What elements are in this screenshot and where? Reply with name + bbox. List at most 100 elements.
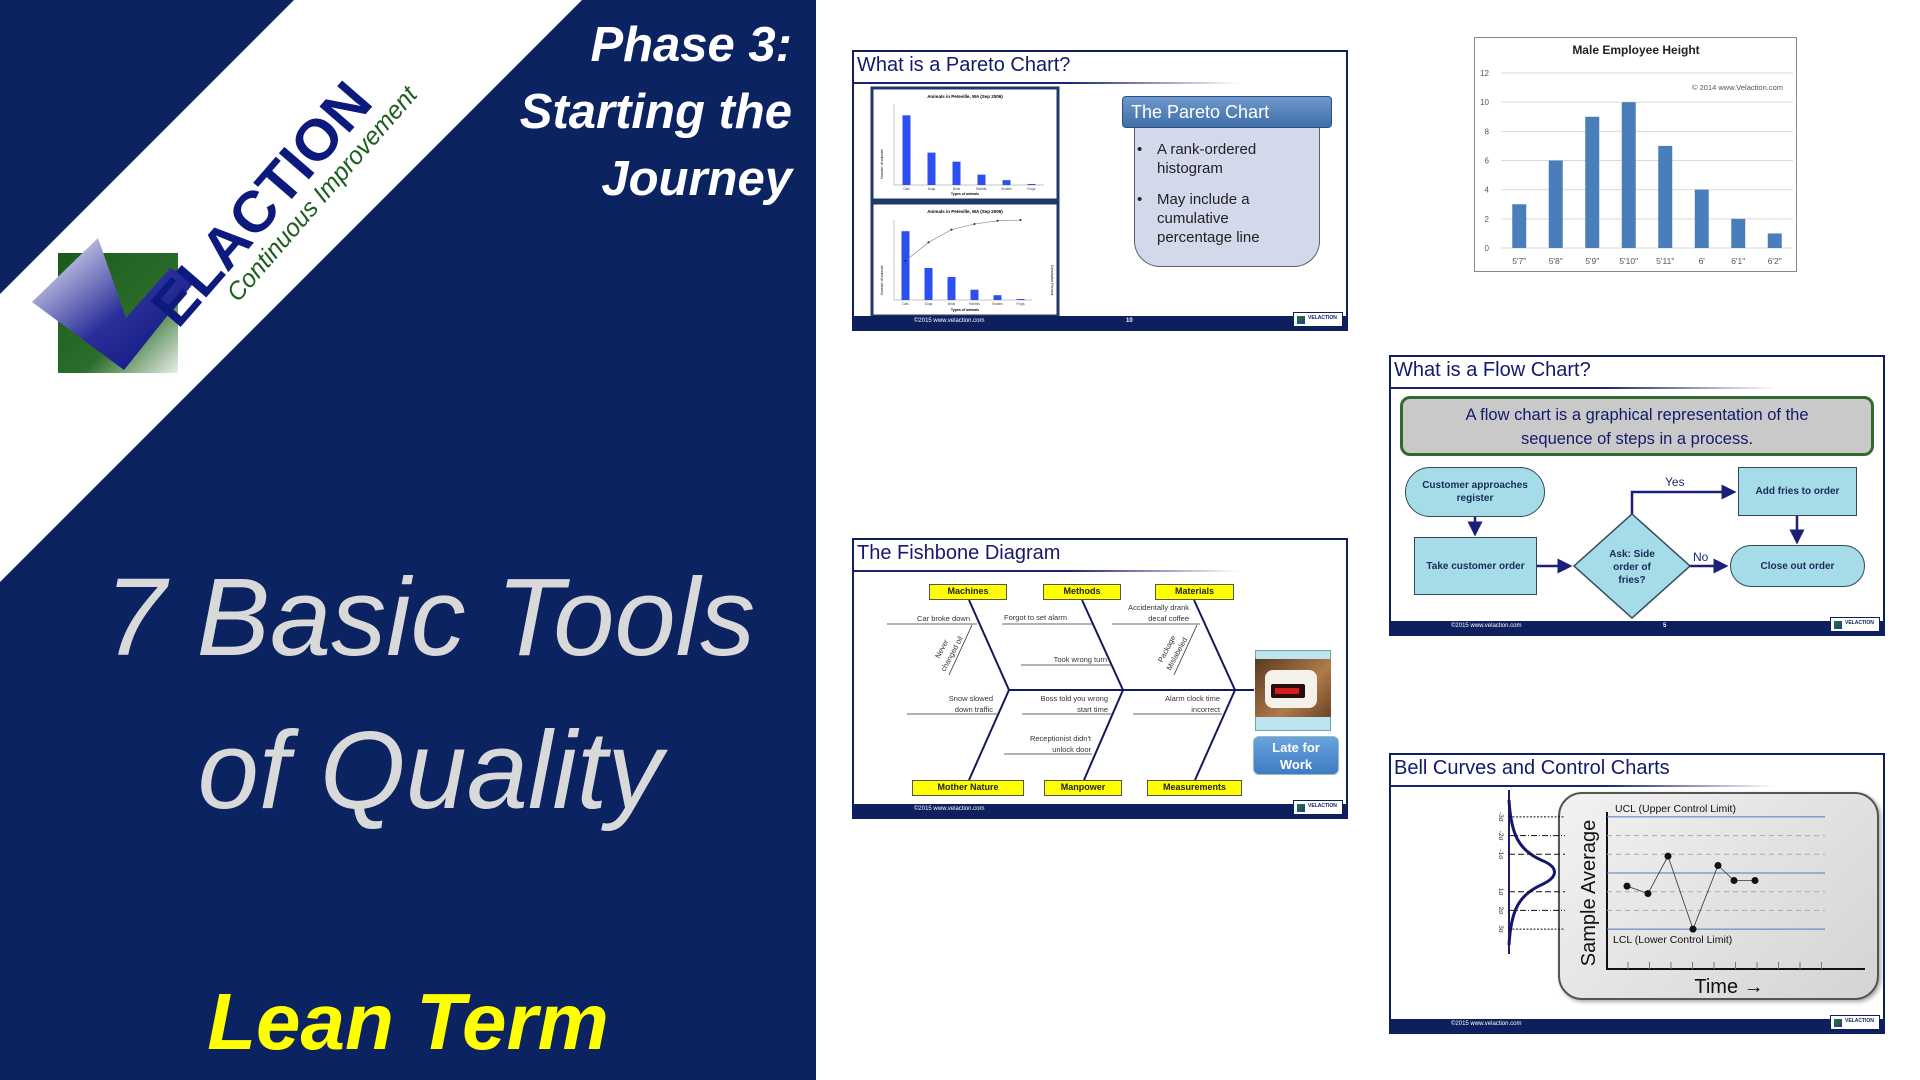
mini-bar [1027, 184, 1036, 185]
x-tick-label: 5'7" [1512, 256, 1526, 266]
y-axis-label: Sample Average [1578, 820, 1600, 966]
mini-x-tick: Dogs [925, 302, 933, 306]
sample-point [1623, 882, 1631, 890]
sample-point [1730, 876, 1738, 884]
cumulative-line [905, 219, 1021, 262]
histogram-chart: Male Employee Height © 2014 www.Velactio… [1480, 43, 1793, 266]
svg-text:decaf coffee: decaf coffee [1148, 614, 1189, 623]
histogram-bar [1658, 145, 1673, 248]
phase-line: Phase 3: [590, 18, 792, 72]
pareto-slide-thumbnail: What is a Pareto Chart? Animals in Petev… [852, 50, 1348, 331]
main-title-line-1: 7 Basic Tools [104, 556, 756, 679]
pareto-mini-charts: Animals in Peteville, WA (Sep 2006) Anim… [870, 86, 1060, 318]
x-tick-label: 6'2" [1768, 256, 1782, 266]
footer-copyright: ©2015 www.velaction.com [914, 806, 985, 812]
mini-ylabel: Number of animals [880, 265, 884, 295]
svg-text:start time: start time [1077, 705, 1108, 714]
x-tick-label: 6' [1699, 256, 1706, 266]
cause-boss: Boss told you wrong [1040, 694, 1108, 703]
mini-x-tick: Frogs [1027, 187, 1036, 191]
title-divider [854, 82, 1239, 84]
sigma-label: 2σ [1497, 907, 1504, 915]
yes-label: Yes [1665, 475, 1685, 489]
cumulative-point [973, 223, 976, 225]
title-divider [854, 570, 1239, 572]
histogram-bar [1694, 189, 1709, 248]
sample-point [1644, 890, 1652, 898]
histogram-bar [1621, 102, 1636, 249]
x-tick-label: 6'1" [1731, 256, 1745, 266]
histogram-bar [1731, 218, 1746, 248]
page-number: 5 [1663, 623, 1667, 629]
sample-point [1751, 876, 1759, 884]
sigma-label: -2σ [1497, 831, 1504, 841]
logo-v-mark [32, 238, 196, 370]
control-chart-box [1558, 792, 1879, 1000]
y-tick-label: 2 [1485, 215, 1490, 224]
cause-decaf: Accidentally drank [1128, 603, 1189, 612]
cause-lines [887, 623, 1222, 755]
decision-diamond [1572, 512, 1692, 620]
height-histogram: Male Employee Height © 2014 www.Velactio… [1474, 37, 1797, 272]
mini-xlabel: Types of animals [951, 308, 979, 312]
cause-turn: Took wrong turn [1054, 655, 1107, 664]
slide-footer: ©2015 www.velaction.com 10 [854, 316, 1346, 329]
cause-receptionist: Receptionist didn't [1030, 734, 1092, 743]
category-methods: Methods [1043, 584, 1121, 600]
sigma-label: 3σ [1497, 925, 1504, 933]
slide-title: What is a Pareto Chart? [857, 54, 1071, 76]
sigma-label: -1σ [1497, 849, 1504, 859]
cumulative-point [904, 259, 907, 262]
lcl-label: LCL (Lower Control Limit) [1613, 934, 1732, 946]
y-tick-label: 8 [1485, 127, 1490, 136]
arrow-yes [1630, 484, 1737, 514]
sigma-label: -3σ [1497, 812, 1504, 822]
mini-x-tick: Frogs [1016, 302, 1025, 306]
mini-chart-title: Animals in Peteville, WA (Sep 2006) [927, 209, 1003, 214]
x-tick-label: 5'10" [1619, 256, 1638, 266]
footer-copyright: ©2015 www.velaction.com [1451, 623, 1522, 629]
mini-x-tick: Birds [948, 302, 956, 306]
cause-car: Car broke down [917, 614, 970, 623]
flow-arrows [1467, 484, 1805, 620]
cause-clock: Alarm clock time [1165, 694, 1220, 703]
svg-text:unlock door: unlock door [1052, 745, 1091, 754]
mini-chart-frame [870, 86, 1060, 202]
y-tick-label: 4 [1485, 186, 1490, 195]
x-tick-label: 5'9" [1585, 256, 1599, 266]
mini-bar [970, 289, 979, 300]
mini-x-tick: Snakes [992, 302, 1003, 306]
svg-text:down traffic: down traffic [955, 705, 993, 714]
cause-snow: Snow slowed [949, 694, 993, 703]
alarm-clock-photo [1255, 650, 1331, 731]
mini-bar [924, 268, 933, 300]
category-manpower: Manpower [1044, 780, 1122, 796]
phase-line: Starting the [519, 85, 792, 139]
sigma-label: 1σ [1497, 888, 1504, 896]
mini-x-tick: Cats [902, 302, 909, 306]
page-number: 10 [1126, 318, 1133, 324]
no-label: No [1693, 550, 1709, 564]
title-panel: ELACTION Continuous Improvement Phase 3:… [0, 0, 816, 1080]
cumulative-point [927, 241, 930, 244]
mini-chart-frame [870, 201, 1060, 318]
mini-chart-title: Animals in Peteville, WA (Sep 2006) [927, 94, 1003, 99]
slide-footer: ©2015 www.velaction.com 5 [1391, 621, 1883, 634]
mini-xlabel: Types of animals [951, 192, 979, 196]
svg-text:incorrect: incorrect [1191, 705, 1221, 714]
ucl-label: UCL (Upper Control Limit) [1615, 803, 1736, 815]
node-close-order: Close out order [1730, 545, 1865, 587]
y-tick-label: 0 [1485, 244, 1490, 253]
category-materials: Materials [1155, 584, 1234, 600]
cumulative-point [996, 219, 999, 222]
cumulative-point [1019, 219, 1022, 221]
velaction-logo: VELACTION [1293, 312, 1343, 327]
x-tick-label: 5'8" [1549, 256, 1563, 266]
velaction-logo: VELACTION [1830, 1015, 1880, 1030]
sample-point [1714, 862, 1722, 870]
